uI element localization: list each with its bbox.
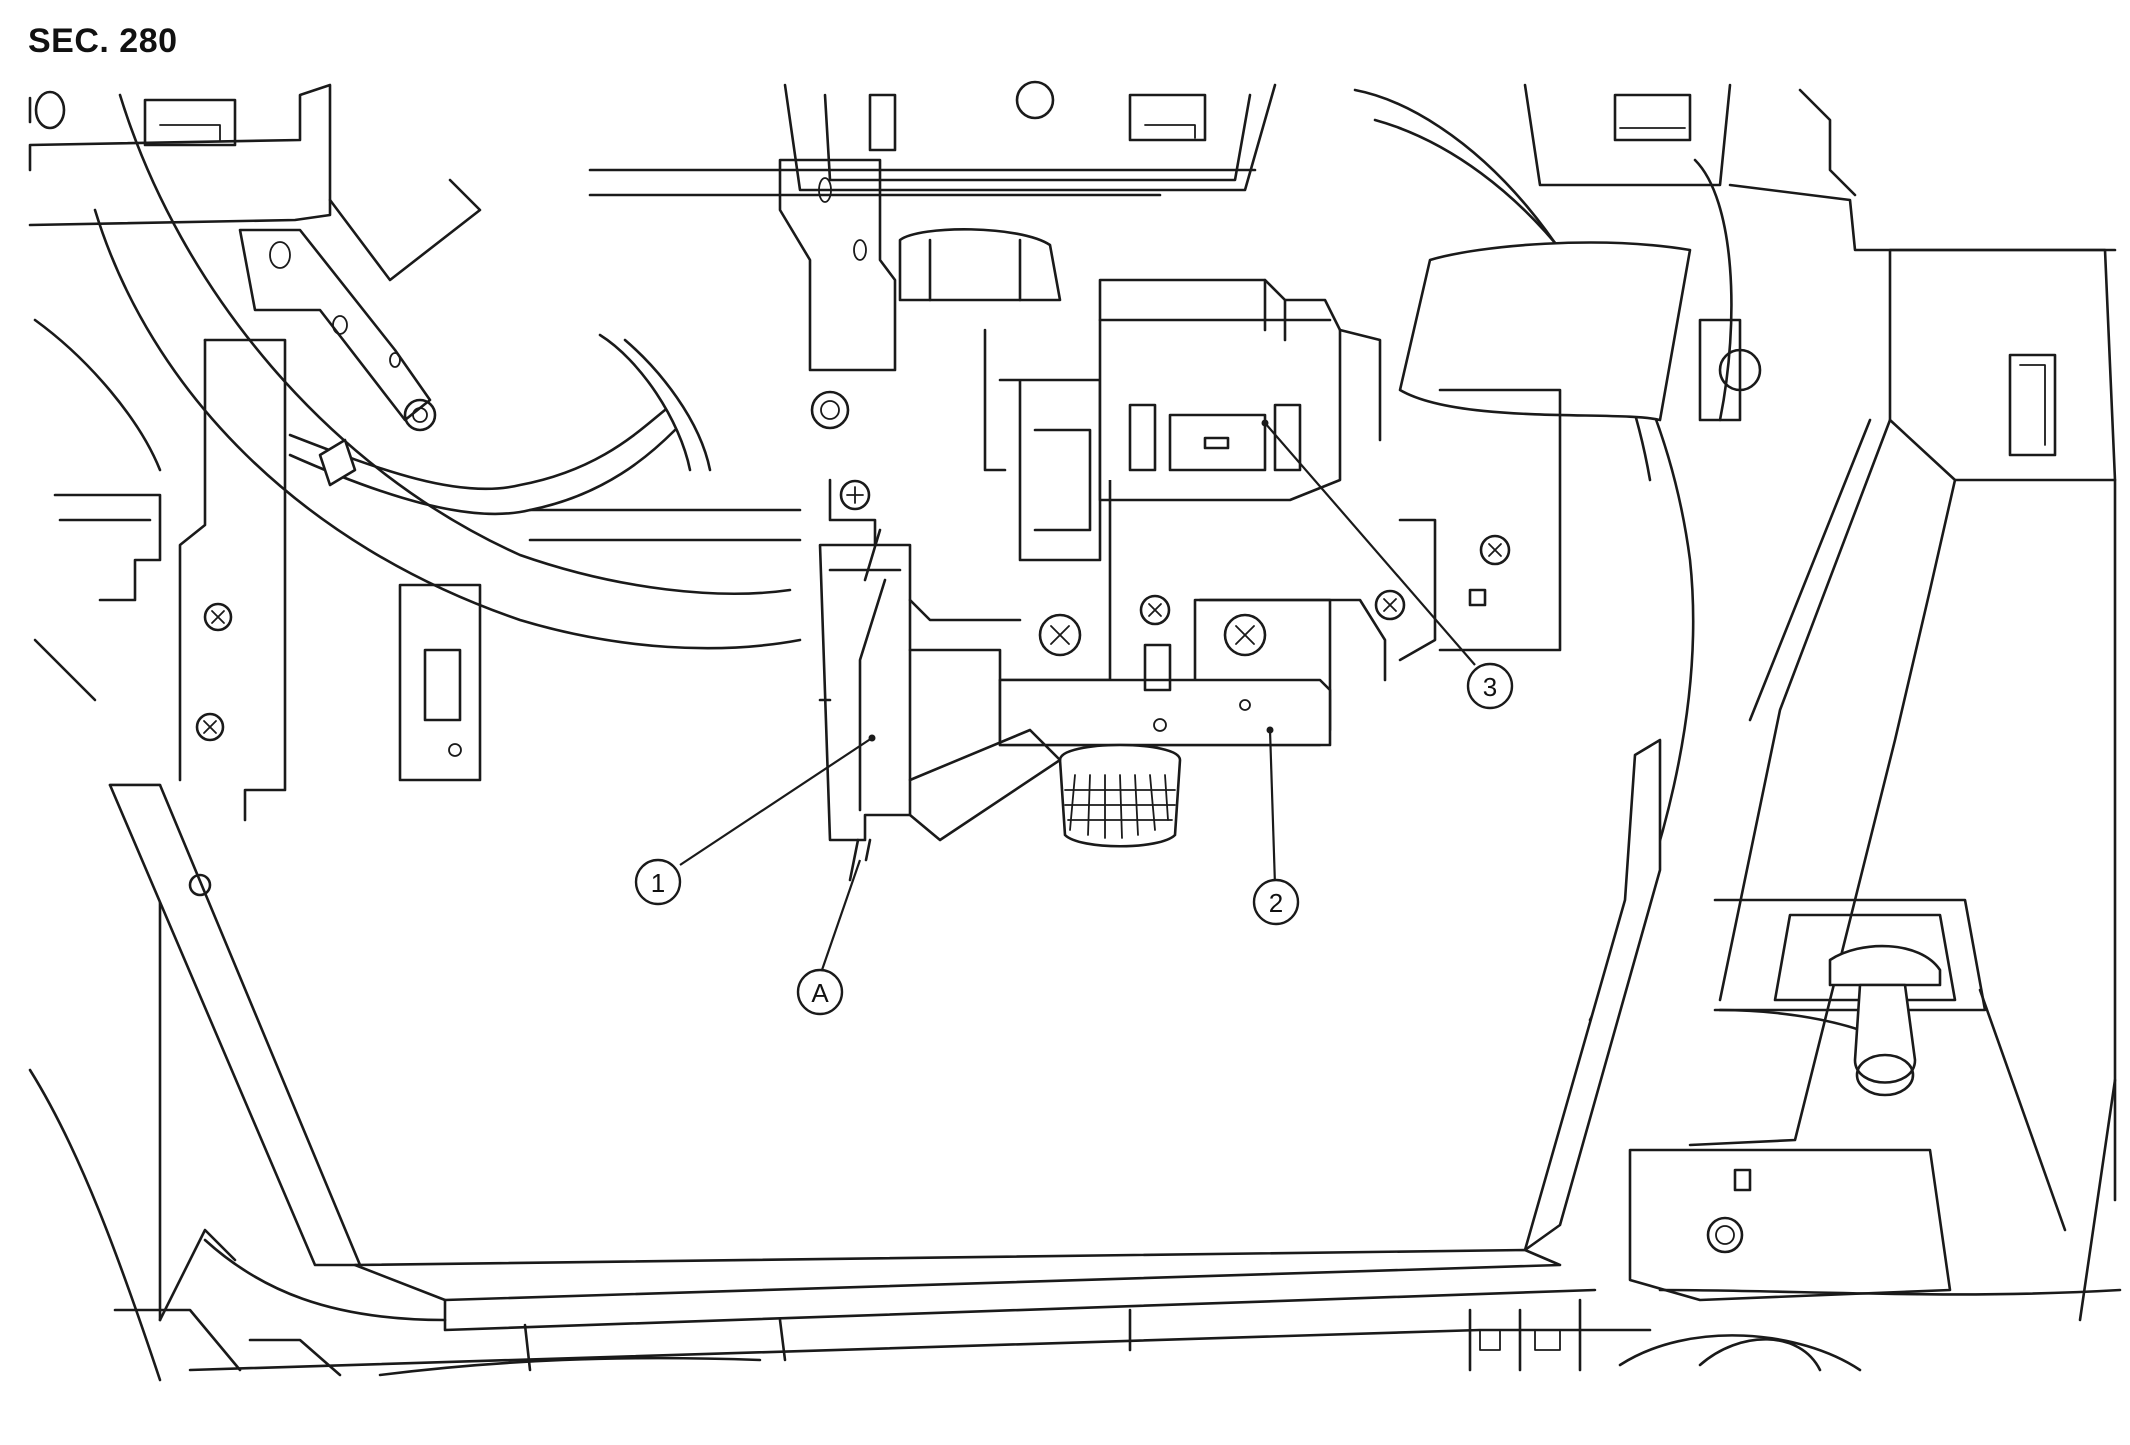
module-2-harness-connector xyxy=(1058,743,1182,848)
module-1-bracket xyxy=(818,478,1062,882)
section-label: SEC. 280 xyxy=(28,22,178,60)
module-2-control-unit xyxy=(998,388,1562,747)
wiring-harness xyxy=(288,333,802,542)
right-side-trim xyxy=(1523,248,2122,1372)
callout-2: 2 xyxy=(1252,878,1300,926)
lower-sill-panel xyxy=(188,1248,1652,1377)
callout-1: 1 xyxy=(634,858,682,906)
callout-A: A xyxy=(796,968,844,1016)
callout-1-label: 1 xyxy=(651,868,665,898)
callout-A-label: A xyxy=(811,978,829,1008)
callout-3-label: 3 xyxy=(1483,672,1497,702)
column-bracket-left xyxy=(238,178,482,782)
left-kick-panel xyxy=(28,318,447,1382)
callout-leaders xyxy=(679,419,1476,971)
callout-2-label: 2 xyxy=(1269,888,1283,918)
center-column-bracket xyxy=(778,158,1102,562)
right-harness-sleeve xyxy=(1398,158,1762,422)
callout-3: 3 xyxy=(1466,662,1514,710)
upper-dash-trim xyxy=(28,80,2117,252)
module-3-relay-bracket xyxy=(1098,278,1382,502)
